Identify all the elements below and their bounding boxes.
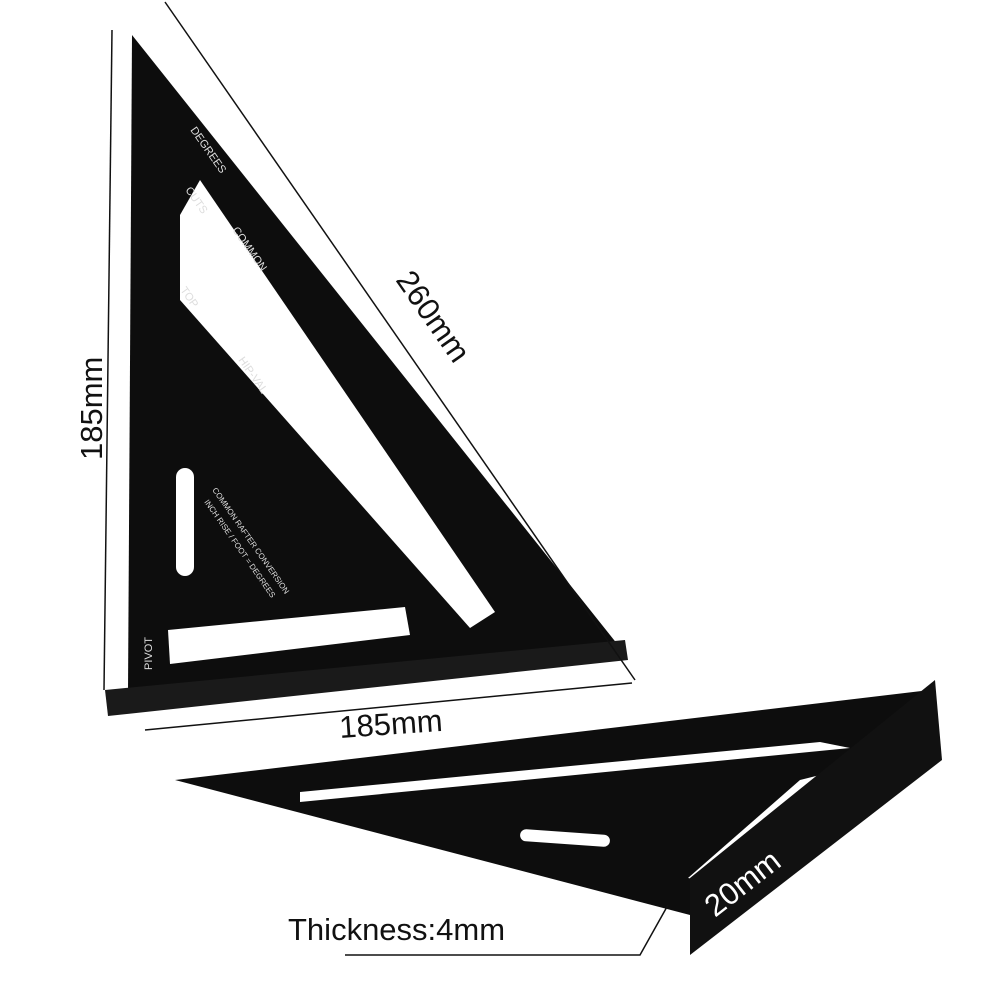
base-slot (168, 607, 410, 664)
thickness-leader-line (345, 904, 669, 956)
base-label: 185mm (338, 703, 444, 745)
diagonal-slot (300, 742, 850, 802)
hang-hole (176, 468, 194, 576)
hypotenuse-label: 260mm (389, 264, 477, 369)
square-base-lip (105, 640, 628, 716)
height-dimension-line (103, 29, 113, 691)
height-label: 185mm (74, 357, 109, 460)
hang-hole (520, 829, 610, 847)
square-side-lip (690, 680, 942, 955)
square-body (128, 35, 618, 692)
diagonal-slot (180, 180, 495, 628)
hypotenuse-dimension-line (164, 1, 636, 681)
thickness-label: Thickness:4mm (288, 912, 505, 947)
pivot-label: PIVOT (143, 637, 155, 670)
base-dimension-line (144, 682, 633, 731)
rafter-square-lying: 20mm (175, 680, 942, 955)
rafter-square-upright: DEGREES COMMON CUTS TOP HIP-VAL PIVOT CO… (105, 35, 628, 716)
